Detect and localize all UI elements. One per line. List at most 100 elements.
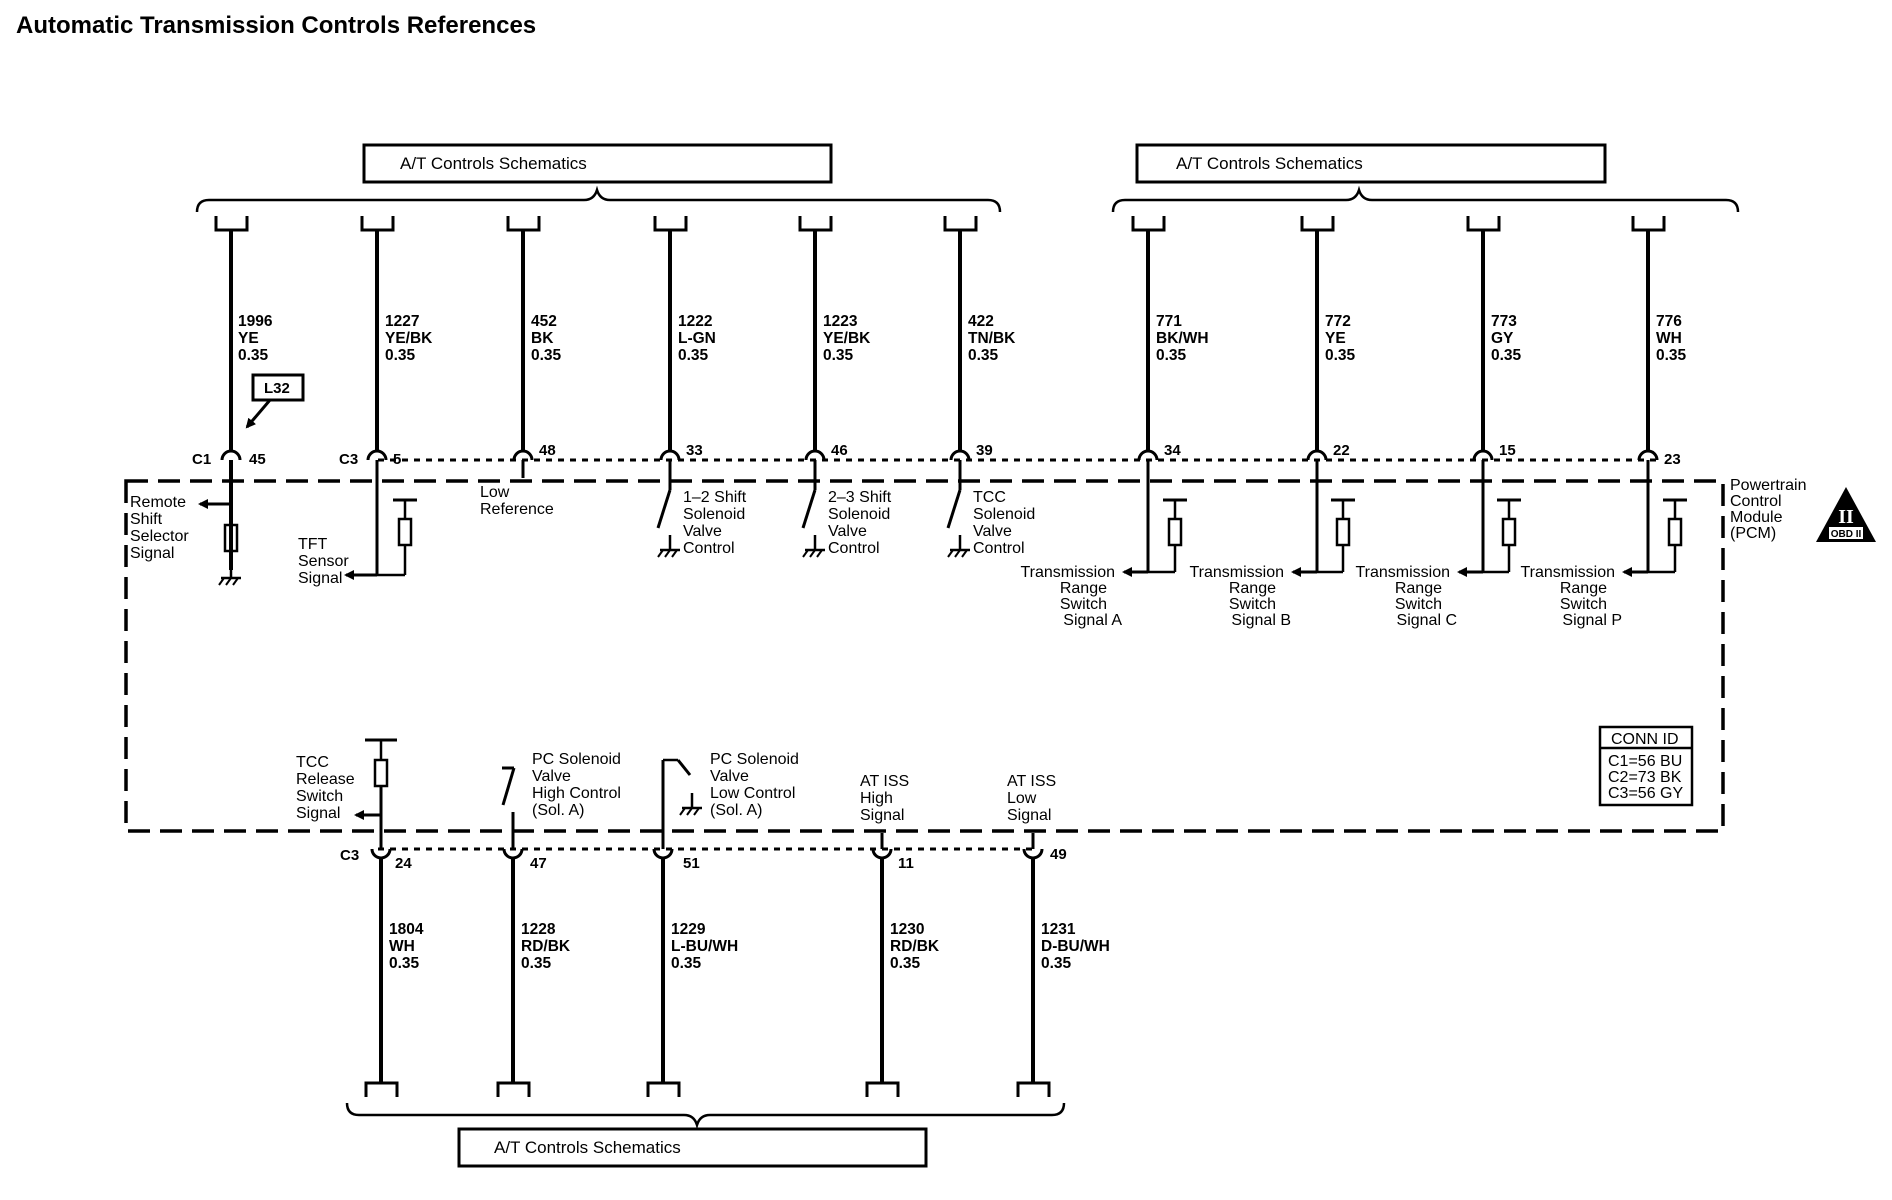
circuit-1227: 1227 YE/BK 0.35 C3 5 TFT Sensor Signal xyxy=(298,216,433,587)
svg-text:48: 48 xyxy=(539,442,556,459)
svg-text:Signal C: Signal C xyxy=(1397,612,1457,629)
conn-id-table: CONN ID C1=56 BU C2=73 BK C3=56 GY xyxy=(1598,725,1694,807)
svg-text:TN/BK: TN/BK xyxy=(968,330,1016,347)
svg-text:A/T Controls Schematics: A/T Controls Schematics xyxy=(400,154,587,173)
svg-text:High: High xyxy=(860,790,893,807)
svg-text:Range: Range xyxy=(1060,580,1107,597)
svg-text:Switch: Switch xyxy=(1060,596,1107,613)
svg-text:Low: Low xyxy=(1007,790,1037,807)
svg-text:0.35: 0.35 xyxy=(890,955,921,972)
svg-text:Signal: Signal xyxy=(130,545,174,562)
svg-text:Selector: Selector xyxy=(130,528,189,545)
svg-text:0.35: 0.35 xyxy=(678,347,709,364)
svg-text:1804: 1804 xyxy=(389,921,424,938)
svg-text:Switch: Switch xyxy=(1560,596,1607,613)
circuit-1804: C3 24 1804 WH 0.35 TCC Release Switch Si… xyxy=(296,738,424,1097)
svg-text:46: 46 xyxy=(831,442,848,459)
svg-text:BK: BK xyxy=(531,330,554,347)
circuit-1228: 47 1228 RD/BK 0.35 PC Solenoid Valve Hig… xyxy=(496,751,621,1097)
svg-text:GY: GY xyxy=(1491,330,1514,347)
svg-text:45: 45 xyxy=(249,451,266,468)
svg-text:(Sol. A): (Sol. A) xyxy=(710,802,762,819)
svg-text:0.35: 0.35 xyxy=(1041,955,1072,972)
svg-text:Range: Range xyxy=(1560,580,1607,597)
svg-text:Sensor: Sensor xyxy=(298,553,349,570)
schematic-ref-top-left: A/T Controls Schematics xyxy=(362,143,833,184)
svg-text:11: 11 xyxy=(898,855,914,872)
svg-text:Control: Control xyxy=(973,540,1025,557)
svg-text:Range: Range xyxy=(1395,580,1442,597)
circuit-1231: 49 1231 D-BU/WH 0.35 AT ISS Low Signal xyxy=(1007,773,1110,1097)
svg-text:TCC: TCC xyxy=(973,489,1006,506)
svg-text:47: 47 xyxy=(530,855,547,872)
circuit-422: 422 TN/BK 0.35 39 TCC Solenoid Valve Con… xyxy=(943,216,1035,558)
svg-text:C3=56 GY: C3=56 GY xyxy=(1608,785,1683,802)
svg-text:15: 15 xyxy=(1499,442,1516,459)
svg-text:TCC: TCC xyxy=(296,754,329,771)
svg-text:C3: C3 xyxy=(339,451,358,468)
svg-text:422: 422 xyxy=(968,313,994,330)
svg-text:0.35: 0.35 xyxy=(823,347,854,364)
circuit-1222: 1222 L-GN 0.35 33 1–2 Shift Solenoid Val… xyxy=(653,216,747,558)
svg-text:Solenoid: Solenoid xyxy=(828,506,890,523)
circuit-1230: 11 1230 RD/BK 0.35 AT ISS High Signal xyxy=(860,773,940,1097)
circuit-776: 776 WH 0.35 23 Transmission Range Switch… xyxy=(1520,216,1687,629)
svg-text:RD/BK: RD/BK xyxy=(521,938,571,955)
svg-text:0.35: 0.35 xyxy=(238,347,269,364)
obd-ii-icon: II OBD II xyxy=(1816,487,1876,542)
svg-text:24: 24 xyxy=(395,855,412,872)
svg-text:Remote: Remote xyxy=(130,494,186,511)
svg-text:Solenoid: Solenoid xyxy=(683,506,745,523)
svg-text:2–3 Shift: 2–3 Shift xyxy=(828,489,892,506)
svg-text:Transmission: Transmission xyxy=(1189,564,1284,581)
svg-text:PC Solenoid: PC Solenoid xyxy=(710,751,799,768)
svg-text:WH: WH xyxy=(1656,330,1682,347)
svg-text:Control: Control xyxy=(828,540,880,557)
schematic-ref-bottom: A/T Controls Schematics xyxy=(457,1127,928,1168)
svg-text:Switch: Switch xyxy=(1229,596,1276,613)
svg-text:YE: YE xyxy=(238,330,259,347)
circuit-773: 773 GY 0.35 15 Transmission Range Switch… xyxy=(1355,216,1522,629)
svg-text:A/T Controls Schematics: A/T Controls Schematics xyxy=(494,1138,681,1157)
svg-text:Module: Module xyxy=(1730,509,1783,526)
svg-text:AT ISS: AT ISS xyxy=(1007,773,1056,790)
svg-text:D-BU/WH: D-BU/WH xyxy=(1041,938,1110,955)
circuit-771: 771 BK/WH 0.35 34 Transmission Range Swi… xyxy=(1020,216,1209,629)
svg-text:51: 51 xyxy=(683,855,700,872)
svg-text:Solenoid: Solenoid xyxy=(973,506,1035,523)
svg-text:5: 5 xyxy=(393,451,401,468)
svg-text:1228: 1228 xyxy=(521,921,556,938)
svg-text:YE/BK: YE/BK xyxy=(823,330,871,347)
svg-text:0.35: 0.35 xyxy=(1156,347,1187,364)
svg-text:772: 772 xyxy=(1325,313,1351,330)
svg-text:773: 773 xyxy=(1491,313,1517,330)
svg-text:23: 23 xyxy=(1664,451,1681,468)
pcm-module-label: Powertrain Control Module (PCM) xyxy=(1730,477,1806,542)
svg-text:OBD II: OBD II xyxy=(1831,529,1862,540)
svg-text:1229: 1229 xyxy=(671,921,706,938)
svg-text:39: 39 xyxy=(976,442,993,459)
svg-text:Valve: Valve xyxy=(683,523,722,540)
brace-bottom xyxy=(345,1102,1066,1130)
svg-text:Signal: Signal xyxy=(298,570,342,587)
svg-text:High Control: High Control xyxy=(532,785,621,802)
svg-text:Valve: Valve xyxy=(710,768,749,785)
circuit-452: 452 BK 0.35 48 Low Reference xyxy=(480,216,562,518)
svg-text:Reference: Reference xyxy=(480,501,554,518)
svg-text:Signal B: Signal B xyxy=(1231,612,1291,629)
option-code-l32: L32 xyxy=(245,373,305,429)
svg-text:33: 33 xyxy=(686,442,703,459)
svg-text:1231: 1231 xyxy=(1041,921,1076,938)
svg-text:A/T Controls Schematics: A/T Controls Schematics xyxy=(1176,154,1363,173)
schematic-ref-top-right: A/T Controls Schematics xyxy=(1135,143,1607,184)
svg-text:C1: C1 xyxy=(192,451,211,468)
diagram-title: Automatic Transmission Controls Referenc… xyxy=(16,12,536,39)
svg-text:Powertrain: Powertrain xyxy=(1730,477,1806,494)
svg-text:1227: 1227 xyxy=(385,313,419,330)
svg-text:Valve: Valve xyxy=(973,523,1012,540)
circuit-1996: 1996 YE 0.35 C1 45 Remote Shift Selector… xyxy=(130,216,273,586)
svg-text:0.35: 0.35 xyxy=(1491,347,1522,364)
svg-text:Signal: Signal xyxy=(860,807,904,824)
svg-text:Valve: Valve xyxy=(828,523,867,540)
svg-text:771: 771 xyxy=(1156,313,1182,330)
